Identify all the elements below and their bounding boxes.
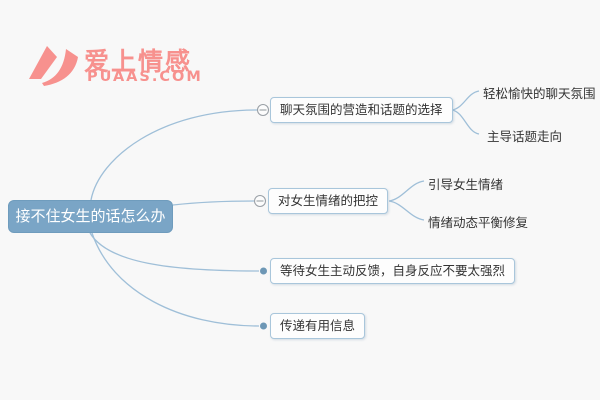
brand-domain: PUAAS.COM	[87, 69, 203, 85]
mindmap-root-node[interactable]: 接不住女生的话怎么办	[8, 200, 173, 233]
connector-root-branch2	[172, 200, 255, 206]
site-logo[interactable]: 爱上情感 PUAAS.COM	[26, 40, 226, 90]
brand-logo-icon	[29, 46, 78, 86]
mindmap-leaf-node[interactable]: 情绪动态平衡修复	[428, 215, 529, 230]
mindmap-leaf-node[interactable]: 引导女生情绪	[428, 177, 504, 192]
connector-root-branch3	[89, 232, 260, 272]
collapse-toggle-branch1[interactable]	[256, 103, 270, 117]
collapse-toggle-branch2[interactable]	[253, 194, 267, 208]
connector-branch2-leaf2	[388, 200, 425, 221]
mindmap-branch-node[interactable]: 聊天氛围的营造和话题的选择	[270, 97, 453, 123]
connector-branch2-leaf1	[388, 180, 425, 202]
mindmap-branch-node[interactable]: 传递有用信息	[270, 313, 366, 339]
mindmap-leaf-node[interactable]: 主导话题走向	[487, 129, 563, 144]
anchor-dot-branch4	[260, 322, 267, 330]
mindmap-branch-node[interactable]: 等待女生主动反馈，自身反应不要太强烈	[270, 258, 516, 284]
brand-name: 爱上情感	[84, 47, 193, 76]
mindmap-leaf-node[interactable]: 轻松愉快的聊天氛围	[483, 86, 596, 101]
anchor-dot-branch3	[260, 267, 267, 275]
connector-branch1-leaf2	[451, 109, 480, 135]
mindmap-branch-node[interactable]: 对女生情绪的把控	[268, 188, 389, 214]
connector-root-branch1	[90, 109, 258, 201]
connector-branch1-leaf1	[451, 90, 480, 111]
connector-root-branch4	[91, 232, 260, 327]
